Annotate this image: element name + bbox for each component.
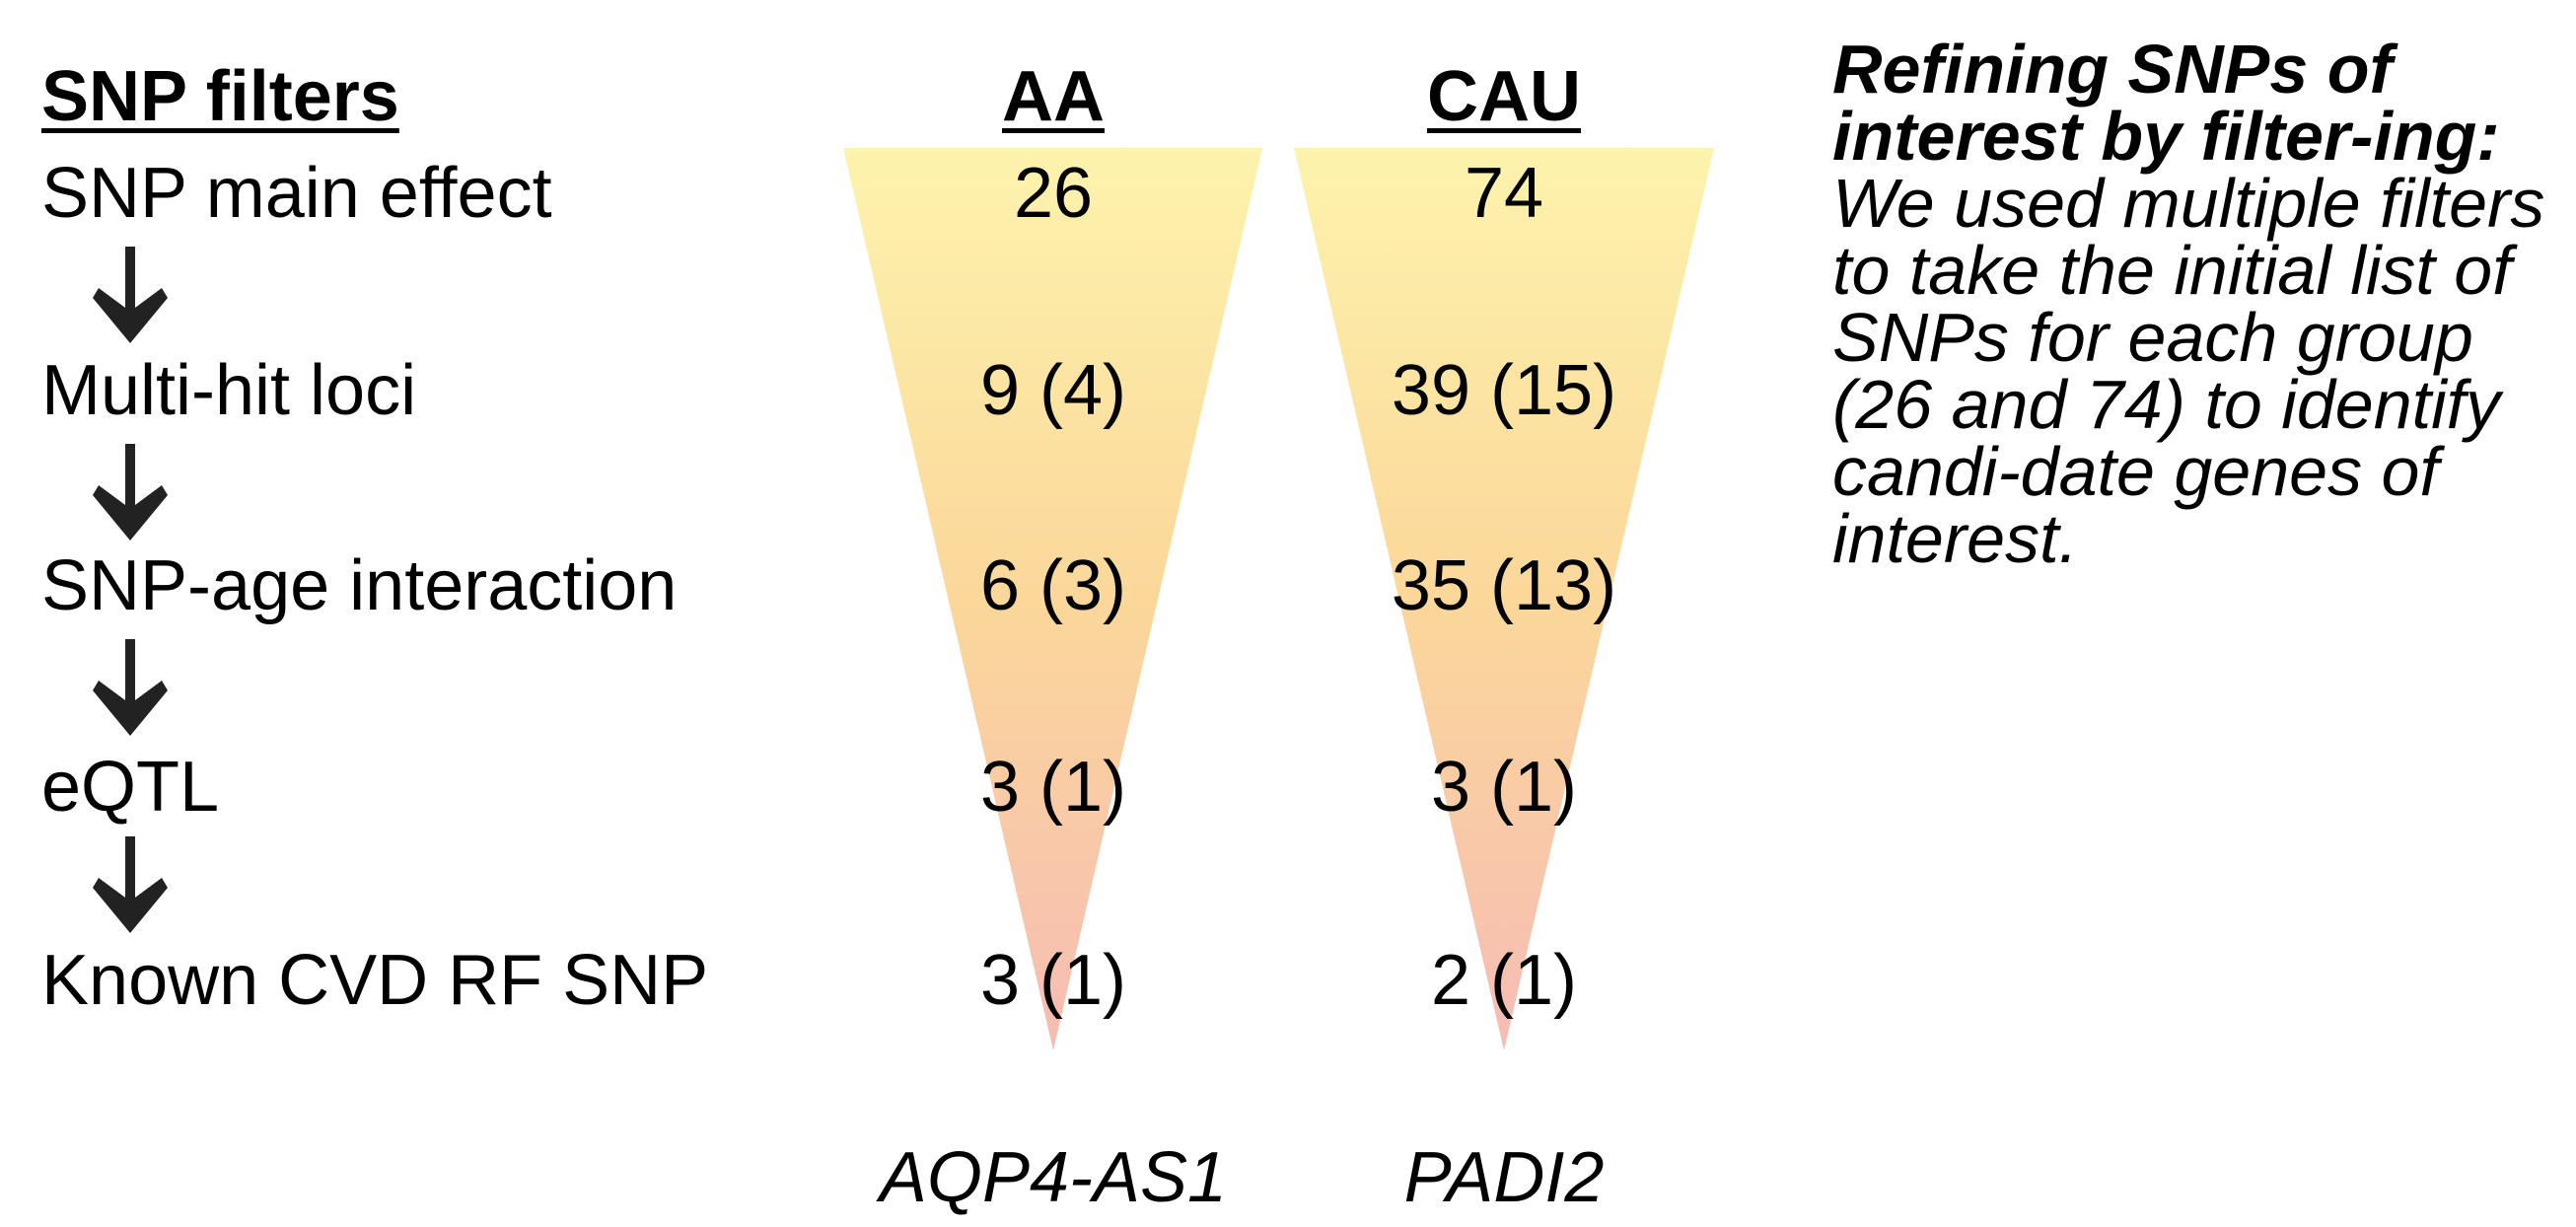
step-label-eqtl: eQTL: [41, 748, 220, 827]
figure-description: Refining SNPs of interest by filter-ing:…: [1832, 35, 2562, 573]
funnel-cau: [1294, 148, 1714, 1050]
count-cau-eqtl: 3 (1): [1430, 748, 1578, 827]
count-aa-cvd-rf: 3 (1): [979, 941, 1127, 1020]
step-label-age-interaction: SNP-age interaction: [41, 546, 678, 625]
count-cau-age-interaction: 35 (13): [1391, 546, 1617, 625]
down-arrow-icon: [93, 639, 168, 736]
header-snp-filters: SNP filters: [41, 57, 399, 136]
funnel-aa: [843, 148, 1262, 1050]
count-aa-age-interaction: 6 (3): [979, 546, 1127, 625]
down-arrow-icon: [93, 444, 168, 541]
count-cau-main-effect: 74: [1464, 154, 1544, 233]
header-aa: AA: [1002, 57, 1105, 136]
count-cau-cvd-rf: 2 (1): [1430, 941, 1578, 1020]
gene-aa: AQP4-AS1: [879, 1138, 1228, 1217]
count-aa-multi-hit: 9 (4): [979, 351, 1127, 430]
down-arrow-icon: [93, 247, 168, 343]
down-arrow-icon: [93, 836, 168, 933]
description-lead: Refining SNPs of interest by filter-ing:: [1832, 31, 2500, 175]
header-cau: CAU: [1427, 57, 1581, 136]
description-body: We used multiple filters to take the ini…: [1832, 165, 2545, 577]
gene-cau: PADI2: [1403, 1138, 1605, 1217]
step-label-main-effect: SNP main effect: [41, 154, 552, 233]
count-cau-multi-hit: 39 (15): [1391, 351, 1617, 430]
step-label-multi-hit: Multi-hit loci: [41, 351, 417, 430]
step-label-cvd-rf: Known CVD RF SNP: [41, 941, 709, 1020]
count-aa-eqtl: 3 (1): [979, 748, 1127, 827]
count-aa-main-effect: 26: [1013, 154, 1094, 233]
